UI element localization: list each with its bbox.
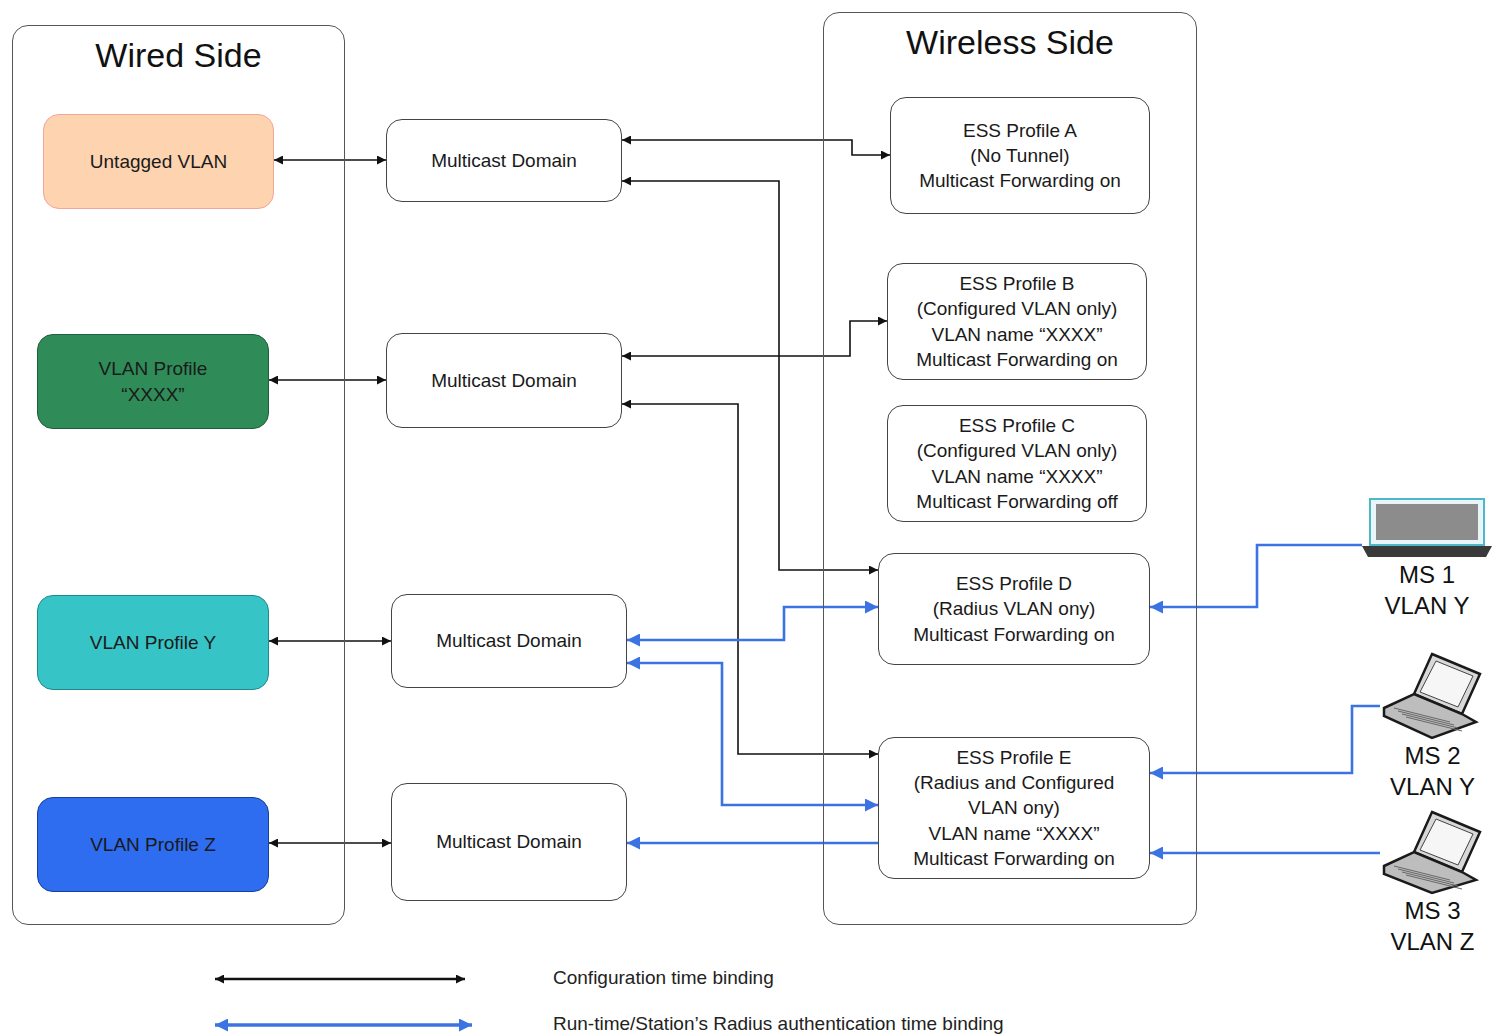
- vlan-box: Untagged VLAN: [43, 114, 274, 209]
- config-binding-arrow: [269, 379, 386, 381]
- config-binding-arrow: [269, 640, 391, 642]
- box-text: Multicast Forwarding on: [913, 846, 1115, 871]
- box-text: (Configured VLAN only): [917, 438, 1118, 463]
- station-label: MS 1 VLAN Y: [1377, 559, 1477, 621]
- runtime-binding-arrow: [1150, 852, 1380, 855]
- multicast-domain-box: Multicast Domain: [386, 333, 622, 428]
- panel-title: Wired Side: [13, 26, 344, 75]
- box-text: Multicast Domain: [436, 628, 582, 653]
- ess-profile-box: ESS Profile A(No Tunnel)Multicast Forwar…: [890, 97, 1150, 214]
- box-text: Multicast Forwarding on: [913, 622, 1115, 647]
- runtime-binding-arrow: [627, 607, 878, 640]
- box-text: Multicast Forwarding off: [916, 489, 1117, 514]
- runtime-binding-arrow: [1150, 706, 1380, 773]
- box-text: ESS Profile A: [963, 118, 1077, 143]
- ess-profile-box: ESS Profile B(Configured VLAN only)VLAN …: [887, 263, 1147, 380]
- box-text: ESS Profile B: [959, 271, 1074, 296]
- ess-profile-box: ESS Profile D(Radius VLAN ony)Multicast …: [878, 553, 1150, 665]
- vlan-box: VLAN Profile Y: [37, 595, 269, 690]
- laptop-icon: [1380, 808, 1485, 895]
- box-text: (Configured VLAN only): [917, 296, 1118, 321]
- vlan-box: VLAN Profile “XXXX”: [37, 334, 269, 429]
- box-text: Multicast Domain: [431, 368, 577, 393]
- vlan-box: VLAN Profile Z: [37, 797, 269, 892]
- config-binding-arrow: [622, 404, 878, 754]
- config-binding-arrow: [274, 159, 386, 161]
- box-text: Untagged VLAN: [90, 149, 227, 174]
- box-text: VLAN name “XXXX”: [931, 464, 1102, 489]
- box-text: VLAN name “XXXX”: [931, 322, 1102, 347]
- config-binding-arrow: [622, 321, 887, 356]
- config-binding-arrow: [269, 842, 391, 844]
- box-text: VLAN name “XXXX”: [928, 821, 1099, 846]
- legend-sample: [215, 1023, 472, 1027]
- runtime-binding-arrow: [1150, 545, 1362, 607]
- box-text: ESS Profile E: [956, 745, 1071, 770]
- mobile-station: MS 2 VLAN Y: [1380, 650, 1485, 802]
- box-text: Multicast Domain: [436, 829, 582, 854]
- panel-title: Wireless Side: [824, 13, 1196, 62]
- mobile-station: MS 1 VLAN Y: [1362, 497, 1492, 621]
- station-label: MS 2 VLAN Y: [1383, 740, 1483, 802]
- side-panel: Wireless SideESS Profile A(No Tunnel)Mul…: [823, 12, 1197, 925]
- legend-text: Configuration time binding: [553, 967, 774, 989]
- box-text: ESS Profile C: [959, 413, 1075, 438]
- box-text: (Radius and Configured VLAN ony): [889, 770, 1139, 821]
- side-panel: Wired SideUntagged VLAN VLAN Profile “XXX…: [12, 25, 345, 925]
- box-text: Multicast Forwarding on: [919, 168, 1121, 193]
- laptop-icon: [1380, 650, 1485, 740]
- ess-profile-box: ESS Profile C(Configured VLAN only)VLAN …: [887, 405, 1147, 522]
- runtime-binding-arrow: [627, 663, 878, 805]
- legend-text: Run-time/Station’s Radius authentication…: [553, 1013, 1004, 1035]
- multicast-domain-box: Multicast Domain: [391, 783, 627, 901]
- multicast-domain-box: Multicast Domain: [391, 594, 627, 688]
- config-binding-arrow: [622, 140, 890, 155]
- box-text: (Radius VLAN ony): [933, 596, 1096, 621]
- mobile-station: MS 3 VLAN Z: [1380, 808, 1485, 957]
- box-text: VLAN Profile Y: [90, 630, 216, 655]
- box-text: VLAN Profile “XXXX”: [78, 356, 228, 407]
- legend-sample: [215, 978, 465, 981]
- ess-profile-box: ESS Profile E(Radius and Configured VLAN…: [878, 737, 1150, 879]
- runtime-binding-arrow: [627, 842, 878, 845]
- box-text: ESS Profile D: [956, 571, 1072, 596]
- station-label: MS 3 VLAN Z: [1383, 895, 1483, 957]
- config-binding-arrow: [622, 181, 878, 570]
- box-text: Multicast Domain: [431, 148, 577, 173]
- box-text: (No Tunnel): [970, 143, 1069, 168]
- box-text: VLAN Profile Z: [90, 832, 216, 857]
- laptop-icon: [1362, 497, 1492, 559]
- multicast-domain-box: Multicast Domain: [386, 119, 622, 202]
- box-text: Multicast Forwarding on: [916, 347, 1118, 372]
